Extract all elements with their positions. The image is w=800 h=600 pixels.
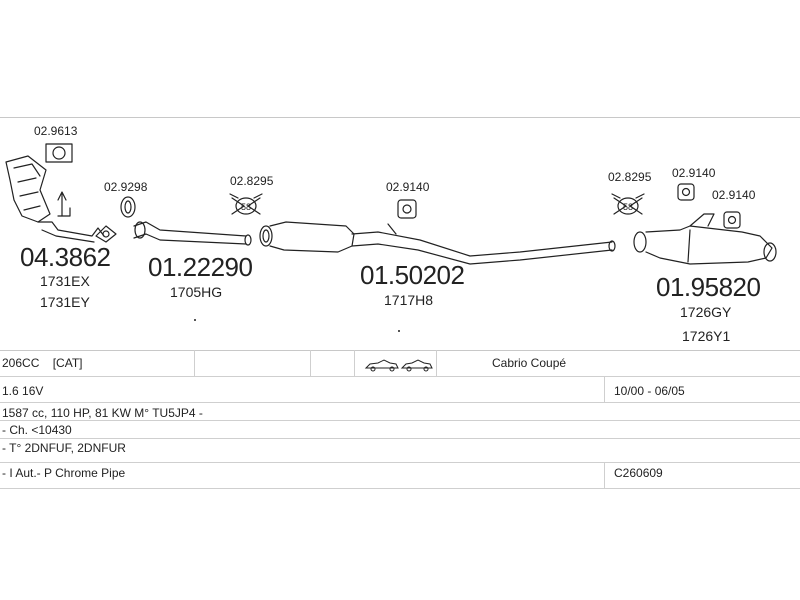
part-ref-label: 02.9140: [672, 166, 716, 180]
type-cell: - T° 2DNFUF, 2DNFUR: [2, 441, 126, 455]
component-code: 1726Y1: [682, 328, 731, 344]
part-ref-label: 02.9140: [386, 180, 430, 194]
col-divider: [436, 350, 437, 376]
table-row: 1.6 16V 10/00 - 06/05: [0, 376, 800, 403]
flange-gasket-part: [45, 143, 73, 163]
note-cell: - I Aut.- P Chrome Pipe: [2, 466, 126, 480]
component-code: 1726GY: [680, 304, 732, 320]
period-cell: 10/00 - 06/05: [614, 384, 685, 398]
rubber-hanger-part-1: [229, 193, 263, 215]
ring-gasket-part: [120, 196, 136, 218]
table-row: - T° 2DNFUF, 2DNFUR: [0, 438, 800, 463]
clamp-gasket-part-2: [677, 183, 695, 201]
col-divider: [604, 462, 605, 488]
catalog-code-cell: C260609: [614, 466, 663, 480]
chassis-cell: - Ch. <10430: [2, 423, 72, 437]
model-name: 206CC: [2, 356, 40, 370]
part-ref-label: 02.9140: [712, 188, 756, 202]
gasket-badge-right: 58: [623, 202, 633, 212]
col-divider: [354, 350, 355, 376]
col-divider: [194, 350, 195, 376]
component-number: 01.50202: [360, 260, 465, 290]
table-row: 1587 cc, 110 HP, 81 KW M° TU5JP4 -: [0, 402, 800, 421]
component-number: 01.22290: [148, 252, 253, 282]
centre-silencer-part: [259, 221, 616, 265]
power-cell: 1587 cc, 110 HP, 81 KW M° TU5JP4 -: [2, 406, 203, 420]
table-row: 206CC [CAT] Cabrio Coupé: [0, 350, 800, 377]
gasket-badge-left: 58: [241, 202, 251, 212]
cat-tag: [CAT]: [52, 356, 83, 370]
table-row: - Ch. <10430: [0, 420, 800, 439]
marker-dot: [398, 330, 400, 332]
catalytic-converter-part: [5, 155, 117, 243]
component-code: 1731EY: [40, 294, 90, 310]
car-silhouette-icon: [364, 359, 433, 372]
component-code: 1705HG: [170, 284, 223, 300]
front-pipe-part: [133, 221, 252, 246]
component-code: 1731EX: [40, 273, 90, 289]
body-style-cell: Cabrio Coupé: [492, 356, 567, 370]
clamp-gasket-part-3: [723, 211, 741, 229]
exhaust-diagram: 58 58 02.9613 02.9298 02.8295 02.9140 02…: [0, 118, 800, 350]
rear-silencer-part: [633, 213, 777, 265]
component-number: 04.3862: [20, 242, 111, 272]
part-ref-label: 02.9298: [104, 180, 148, 194]
component-number: 01.95820: [656, 272, 761, 302]
engine-cell: 1.6 16V: [2, 384, 44, 398]
top-border: [0, 117, 800, 118]
marker-dot: [194, 319, 196, 321]
part-ref-label: 02.8295: [608, 170, 652, 184]
clamp-gasket-part-1: [397, 199, 417, 219]
col-divider: [604, 376, 605, 402]
table-row: - I Aut.- P Chrome Pipe C260609: [0, 462, 800, 489]
part-ref-label: 02.9613: [34, 124, 78, 138]
col-divider: [310, 350, 311, 376]
exhaust-drawing: 58 58: [5, 143, 777, 265]
rubber-hanger-part-2: [611, 193, 645, 215]
component-code: 1717H8: [384, 292, 434, 308]
table-top-border: [0, 350, 800, 351]
part-ref-label: 02.8295: [230, 174, 274, 188]
model-cell: 206CC [CAT]: [2, 354, 82, 372]
